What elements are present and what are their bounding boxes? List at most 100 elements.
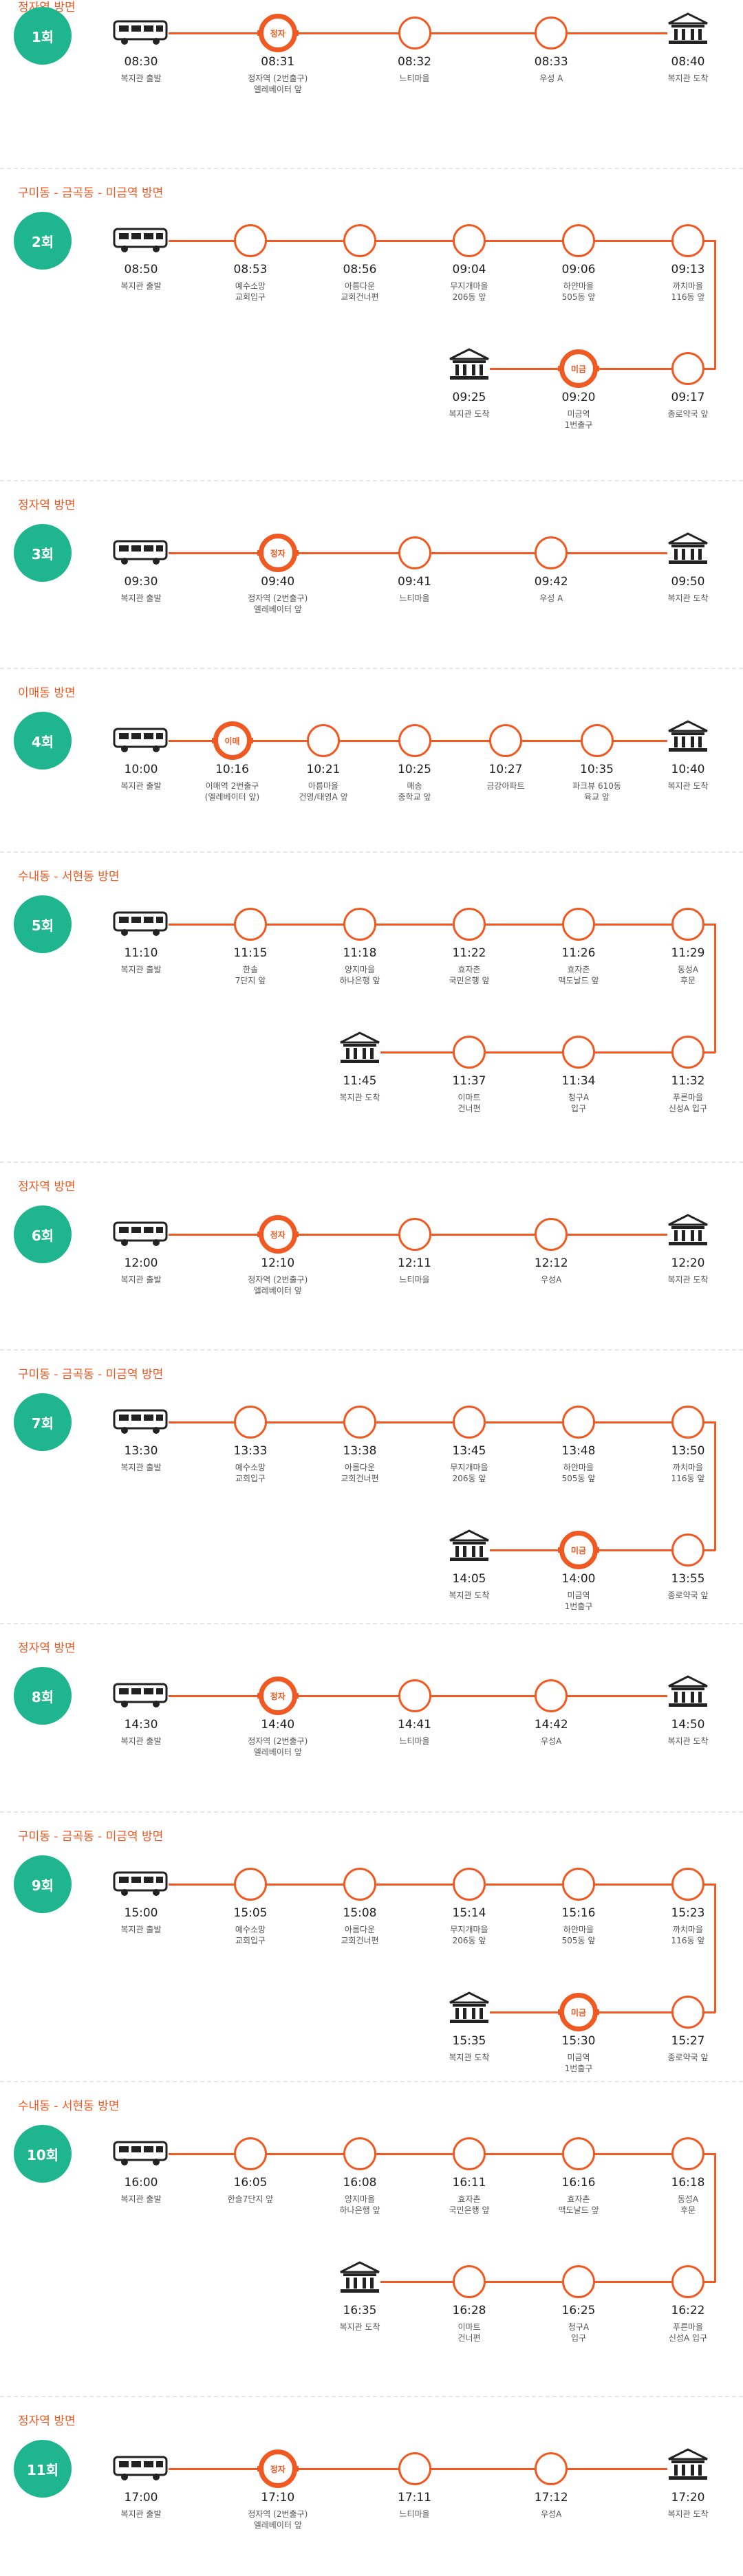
stop-marker[interactable] <box>343 224 376 257</box>
stop-label: 복지관 도착 <box>339 1093 380 1102</box>
stop-label: 푸른마을 신성A 입구 <box>668 2322 708 2343</box>
stop-marker[interactable] <box>307 724 340 757</box>
stop-label: 정자역 (2번출구) 엘레베이터 앞 <box>248 2509 308 2530</box>
stop-marker[interactable] <box>343 1868 376 1901</box>
stop-time: 14:42 <box>534 1718 568 1732</box>
stop-label: 파크뷰 610동 육교 앞 <box>572 781 621 802</box>
stop-marker[interactable] <box>489 724 522 757</box>
stop-marker[interactable] <box>671 352 704 385</box>
stop-label: 양지마을 하나은행 앞 <box>339 2194 380 2215</box>
stop-time: 10:27 <box>488 763 523 776</box>
route-title: 구미동 - 금곡동 - 미금역 방면 <box>18 1368 164 1382</box>
stop-time: 13:50 <box>671 1444 705 1458</box>
stop-time: 08:56 <box>343 263 377 276</box>
stop-marker[interactable] <box>453 1406 486 1439</box>
stop-marker[interactable] <box>453 1868 486 1901</box>
stop-marker[interactable] <box>535 1218 568 1251</box>
stop-time: 09:17 <box>671 391 705 404</box>
stop-time: 16:00 <box>124 2176 158 2190</box>
stop-marker[interactable] <box>398 1679 431 1712</box>
stop-marker[interactable] <box>671 1996 704 2029</box>
stop-marker[interactable] <box>398 17 431 50</box>
stop-marker[interactable] <box>671 1406 704 1439</box>
stop-marker[interactable] <box>398 2452 431 2485</box>
station-marker[interactable]: 이매 <box>211 721 253 760</box>
stop-label: 동성A 후문 <box>677 965 699 985</box>
stop-marker[interactable] <box>453 224 486 257</box>
stop-time: 09:04 <box>452 263 486 276</box>
stop-marker[interactable] <box>671 1868 704 1901</box>
stop-time: 11:34 <box>561 1074 596 1088</box>
stop-marker[interactable] <box>343 2137 376 2170</box>
station-marker[interactable]: 정자 <box>257 534 299 572</box>
stop-marker[interactable] <box>580 724 614 757</box>
stop-time: 09:25 <box>452 391 486 404</box>
stop-marker[interactable] <box>671 1533 704 1567</box>
stop-time: 17:20 <box>671 2491 705 2504</box>
stop-time: 15:05 <box>233 1906 268 1920</box>
stop-time: 11:32 <box>671 1074 705 1088</box>
station-marker[interactable]: 정자 <box>257 14 299 52</box>
building-icon <box>666 720 710 756</box>
station-marker[interactable]: 미금 <box>558 1531 599 1569</box>
stop-marker[interactable] <box>671 1036 704 1069</box>
station-marker[interactable]: 미금 <box>558 1993 599 2031</box>
stop-label: 복지관 출발 <box>120 781 162 791</box>
stop-marker[interactable] <box>535 1679 568 1712</box>
stop-marker[interactable] <box>398 1218 431 1251</box>
stop-time: 14:50 <box>671 1718 705 1732</box>
stop-marker[interactable] <box>671 224 704 257</box>
stop-time: 11:37 <box>452 1074 486 1088</box>
stop-marker[interactable] <box>535 17 568 50</box>
stop-marker[interactable] <box>234 224 267 257</box>
stop-marker[interactable] <box>234 1406 267 1439</box>
stop-time: 10:00 <box>124 763 158 776</box>
stop-marker[interactable] <box>453 2137 486 2170</box>
stop-marker[interactable] <box>453 2265 486 2298</box>
stop-marker[interactable] <box>234 2137 267 2170</box>
stop-marker[interactable] <box>398 724 431 757</box>
stop-marker[interactable] <box>343 1406 376 1439</box>
stop-marker[interactable] <box>453 908 486 941</box>
station-marker[interactable]: 정자 <box>257 1215 299 1254</box>
route-line-turn <box>714 2153 716 2282</box>
stop-marker[interactable] <box>671 908 704 941</box>
route-line-return <box>380 2281 715 2283</box>
stop-marker[interactable] <box>343 908 376 941</box>
stop-marker[interactable] <box>398 536 431 569</box>
stop-marker[interactable] <box>562 2265 595 2298</box>
stop-label: 푸른마을 신성A 입구 <box>668 1093 708 1113</box>
stop-marker[interactable] <box>234 1868 267 1901</box>
stop-marker[interactable] <box>562 2137 595 2170</box>
stop-marker[interactable] <box>234 908 267 941</box>
stop-label: 복지관 출발 <box>120 281 162 291</box>
stop-marker[interactable] <box>562 908 595 941</box>
stop-time: 17:00 <box>124 2491 158 2504</box>
stop-marker[interactable] <box>562 1868 595 1901</box>
stop-label: 우성A <box>541 2509 562 2519</box>
stop-marker[interactable] <box>562 1036 595 1069</box>
bus-icon <box>112 19 170 50</box>
stop-marker[interactable] <box>535 2452 568 2485</box>
stop-time: 15:16 <box>561 1906 596 1920</box>
stop-marker[interactable] <box>535 536 568 569</box>
stop-label: 무지개마을 206동 앞 <box>450 1463 488 1483</box>
stop-label: 정자역 (2번출구) 엘레베이터 앞 <box>248 593 308 614</box>
station-marker[interactable]: 정자 <box>257 1677 299 1715</box>
stop-marker[interactable] <box>562 1406 595 1439</box>
bus-icon <box>112 1682 170 1712</box>
stop-marker[interactable] <box>562 224 595 257</box>
stop-label: 복지관 출발 <box>120 1463 162 1472</box>
stop-label: 아름다운 교회건너편 <box>341 1925 379 1945</box>
stop-marker[interactable] <box>671 2265 704 2298</box>
station-marker[interactable]: 미금 <box>558 349 599 388</box>
route-separator <box>0 851 743 853</box>
stop-marker[interactable] <box>671 2137 704 2170</box>
stop-marker[interactable] <box>453 1036 486 1069</box>
station-marker[interactable]: 정자 <box>257 2449 299 2488</box>
stop-time: 11:22 <box>452 946 486 960</box>
